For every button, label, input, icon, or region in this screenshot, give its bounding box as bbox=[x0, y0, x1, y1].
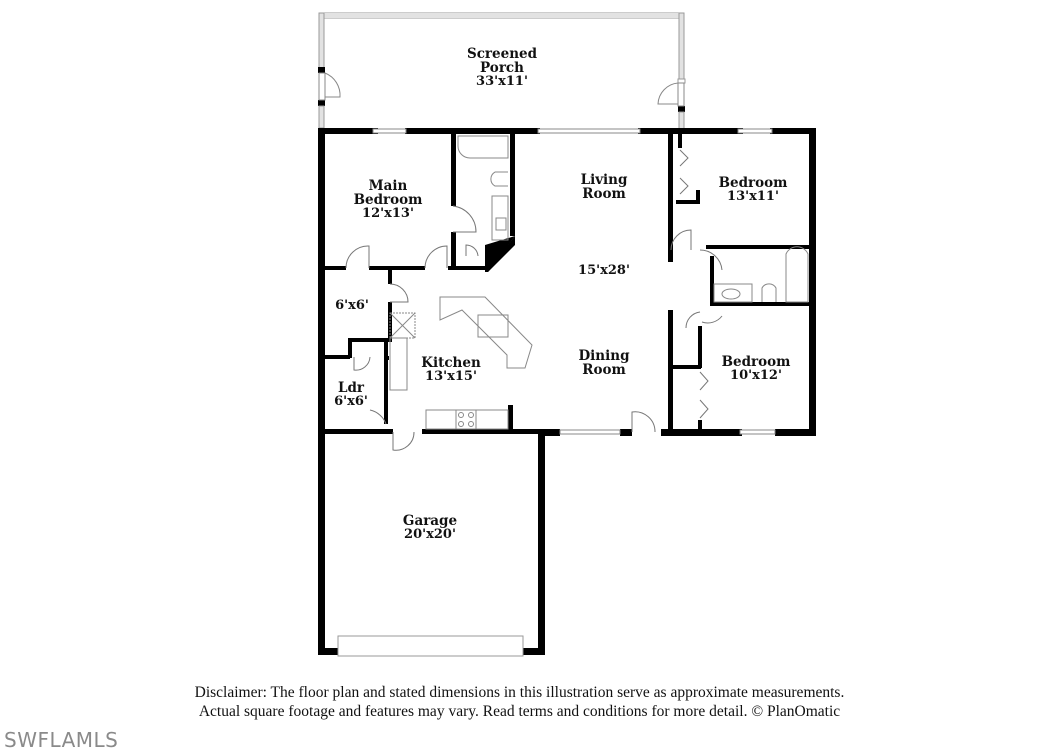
room-dimensions: 6'x6' bbox=[334, 394, 368, 409]
room-name-line2: Room bbox=[582, 186, 626, 202]
room-dimensions: 33'x11' bbox=[476, 74, 528, 89]
room-dimensions: 13'x15' bbox=[425, 369, 477, 384]
room-label-screened-porch: Screened Porch 33'x11' bbox=[467, 47, 537, 89]
fixtures bbox=[389, 135, 809, 430]
doors bbox=[345, 205, 723, 451]
room-name-line1: Ldr bbox=[337, 380, 365, 396]
mls-watermark: SWFLAMLS bbox=[4, 728, 119, 752]
room-label-closet-6x6: 6'x6' bbox=[335, 299, 369, 313]
windows bbox=[372, 128, 776, 435]
room-label-dining-room: Dining Room bbox=[578, 349, 629, 377]
room-label-garage: Garage 20'x20' bbox=[403, 514, 457, 542]
room-name-line2: Bedroom bbox=[353, 192, 423, 208]
room-label-bedroom-2: Bedroom 10'x12' bbox=[722, 355, 791, 383]
room-label-laundry: Ldr 6'x6' bbox=[334, 381, 368, 409]
room-label-kitchen: Kitchen 13'x15' bbox=[421, 356, 481, 384]
room-name-line1: Main bbox=[368, 178, 408, 194]
room-dimensions: 10'x12' bbox=[730, 368, 782, 383]
room-name-line1: Screened bbox=[466, 46, 538, 62]
room-name-line1: Dining bbox=[578, 348, 630, 364]
room-name-line2: Room bbox=[582, 362, 626, 378]
room-label-living-room: Living Room bbox=[581, 173, 628, 201]
room-name-line1: Garage bbox=[402, 513, 458, 529]
room-dimensions: 15'x28' bbox=[578, 263, 630, 278]
room-name-line2: Porch bbox=[480, 60, 524, 76]
interior-walls bbox=[318, 134, 816, 436]
bifold-closet-doors bbox=[679, 149, 709, 419]
exterior-walls bbox=[318, 128, 816, 655]
room-name-line1: Kitchen bbox=[421, 355, 481, 371]
room-dimensions: 13'x11' bbox=[727, 189, 779, 204]
room-name-line1: Living bbox=[580, 172, 628, 188]
room-name-line1: Bedroom bbox=[718, 175, 788, 191]
room-name-line1: Bedroom bbox=[721, 354, 791, 370]
room-dimensions: 12'x13' bbox=[362, 206, 414, 221]
disclaimer-line-1: Disclaimer: The floor plan and stated di… bbox=[194, 684, 845, 701]
room-dimensions: 20'x20' bbox=[404, 527, 456, 542]
room-dimensions: 6'x6' bbox=[335, 298, 369, 313]
room-label-bedroom-1: Bedroom 13'x11' bbox=[719, 176, 788, 204]
disclaimer: Disclaimer: The floor plan and stated di… bbox=[0, 683, 1039, 721]
room-label-living-dimensions: 15'x28' bbox=[578, 264, 630, 278]
garage-door bbox=[337, 635, 524, 657]
room-label-main-bedroom: Main Bedroom 12'x13' bbox=[354, 179, 423, 221]
screened-porch-walls bbox=[318, 12, 686, 131]
disclaimer-line-2: Actual square footage and features may v… bbox=[198, 703, 841, 720]
